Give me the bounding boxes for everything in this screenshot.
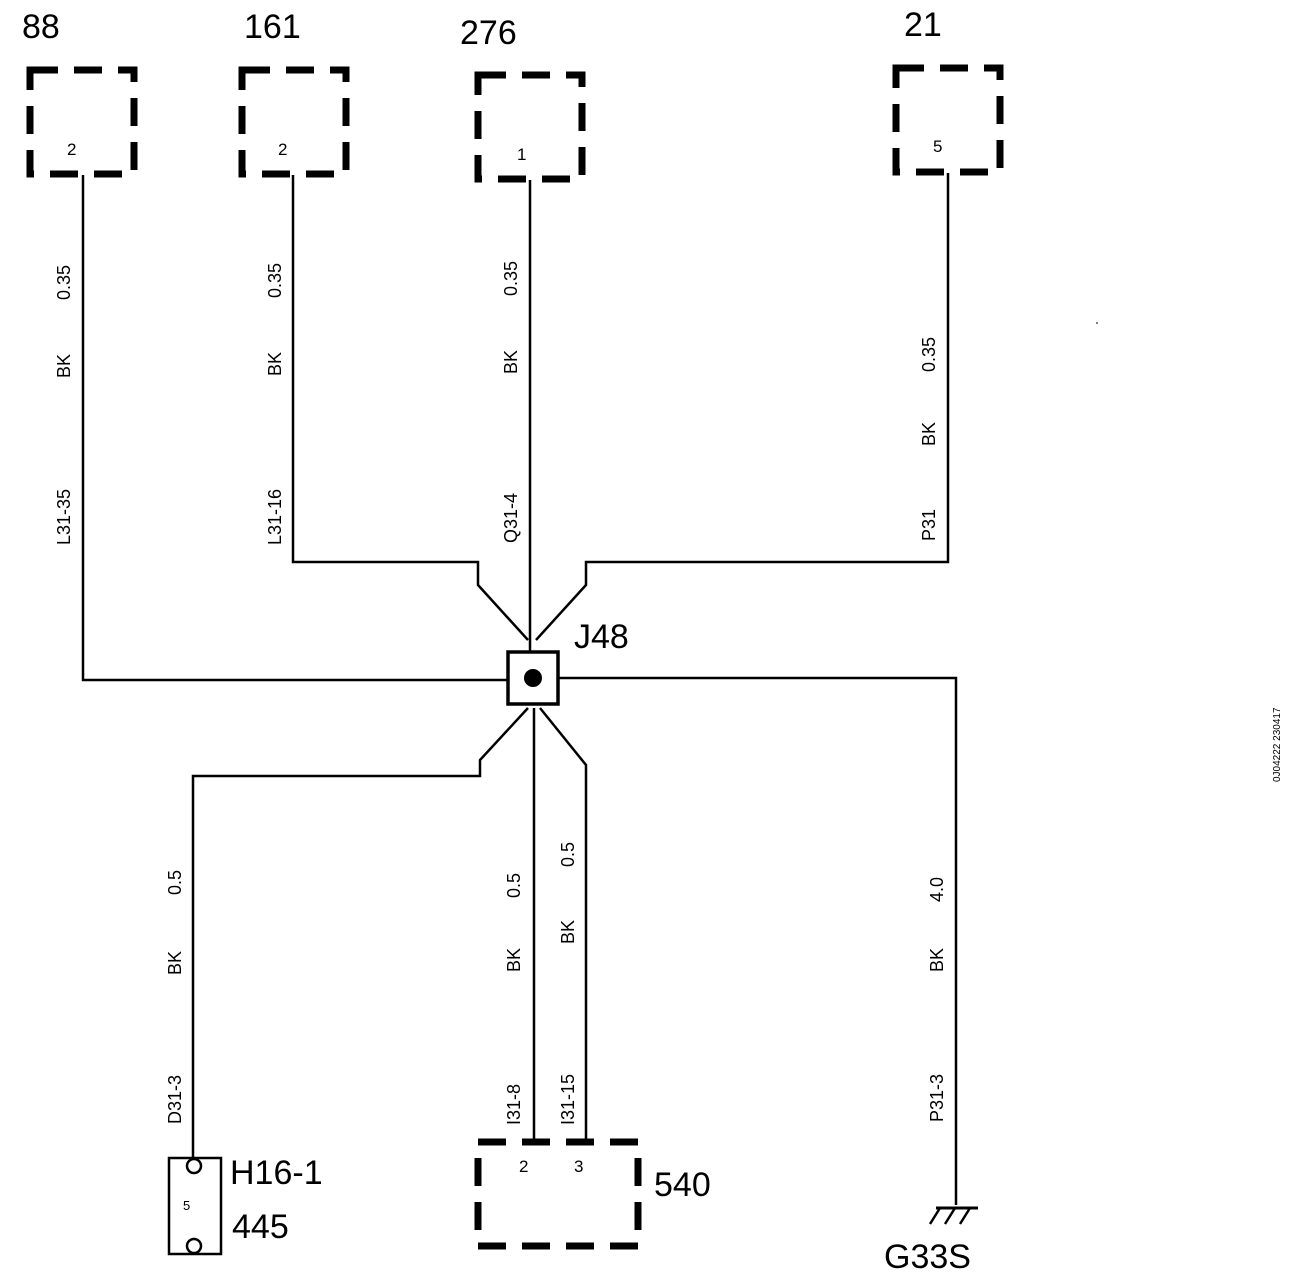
wire-ground-color: BK (927, 948, 947, 972)
wire-540b-circuit: I31-15 (558, 1074, 578, 1125)
wire-88-size: 0.35 (54, 265, 74, 300)
wire-540a-color: BK (504, 948, 524, 972)
connector-540-box (474, 1138, 642, 1250)
wire-21[interactable] (535, 173, 950, 641)
wire-h16[interactable] (191, 707, 529, 1160)
connector-88-box (26, 66, 138, 178)
wire-276-size: 0.35 (501, 261, 521, 296)
connector-h16-terminal-top (185, 1157, 203, 1175)
wire-h16-size: 0.5 (165, 870, 185, 895)
connector-161-box (238, 66, 350, 178)
connector-540-pin-2: 2 (519, 1157, 528, 1176)
connector-540-id: 540 (654, 1166, 711, 1204)
wire-21-circuit: P31 (919, 509, 939, 541)
wire-540b-size: 0.5 (558, 842, 578, 867)
wire-276-color: BK (501, 350, 521, 374)
connector-h16-sub: 445 (232, 1208, 289, 1246)
wire-161[interactable] (291, 175, 529, 641)
connector-88-pin: 2 (67, 140, 76, 159)
wire-ground-circuit: P31-3 (927, 1074, 947, 1122)
wire-540b-color: BK (558, 920, 578, 944)
ground-id: G33S (884, 1238, 971, 1276)
wire-h16-circuit: D31-3 (165, 1075, 185, 1124)
connector-21-box (892, 64, 1004, 176)
connector-161[interactable]: 161 2 (238, 8, 350, 178)
connector-540[interactable]: 2 3 540 (474, 1138, 711, 1250)
connector-161-pin: 2 (278, 140, 287, 159)
wire-21-color: BK (919, 422, 939, 446)
wire-540a-size: 0.5 (504, 873, 524, 898)
connector-h16-terminal-bottom (185, 1237, 203, 1255)
connector-21-pin: 5 (933, 137, 942, 156)
connector-21[interactable]: 21 5 (892, 6, 1004, 176)
splice-dot (524, 669, 542, 687)
connector-h16-pin: 5 (183, 1198, 190, 1213)
ground-g33s[interactable]: G33S (884, 1206, 978, 1276)
ground-hatch-2 (943, 1207, 957, 1225)
wire-161-circuit: L31-16 (265, 489, 285, 545)
connector-276-box (474, 71, 586, 183)
wire-540a-circuit: I31-8 (504, 1084, 524, 1125)
connector-276-id: 276 (460, 14, 517, 52)
connector-h16-id: H16-1 (230, 1154, 323, 1192)
ground-hatch-1 (928, 1207, 942, 1225)
wire-21-size: 0.35 (919, 337, 939, 372)
splice-id: J48 (574, 618, 629, 656)
splice-j48[interactable]: J48 (506, 618, 629, 706)
connector-21-id: 21 (904, 6, 942, 44)
wire-276-circuit: Q31-4 (501, 493, 521, 543)
wire-h16-color: BK (165, 951, 185, 975)
connector-h16-1[interactable]: 5 H16-1 445 (167, 1154, 323, 1256)
stray-mark (1096, 322, 1098, 324)
wire-ground[interactable] (556, 676, 958, 1205)
connector-161-id: 161 (244, 8, 301, 46)
wire-540-pin3[interactable] (539, 707, 588, 1140)
wire-88-circuit: L31-35 (54, 489, 74, 545)
wire-161-size: 0.35 (265, 263, 285, 298)
connector-276-pin: 1 (517, 145, 526, 164)
wire-88[interactable] (81, 175, 507, 682)
ground-hatch-3 (958, 1207, 972, 1225)
connector-88[interactable]: 88 2 (22, 8, 138, 178)
connector-276[interactable]: 276 1 (460, 14, 586, 183)
wire-161-color: BK (265, 352, 285, 376)
wire-88-color: BK (54, 354, 74, 378)
connector-540-pin-3: 3 (574, 1157, 583, 1176)
connector-88-id: 88 (22, 8, 60, 46)
reference-code: 0J04222 230417 (1272, 707, 1283, 782)
wire-ground-size: 4.0 (927, 877, 947, 902)
